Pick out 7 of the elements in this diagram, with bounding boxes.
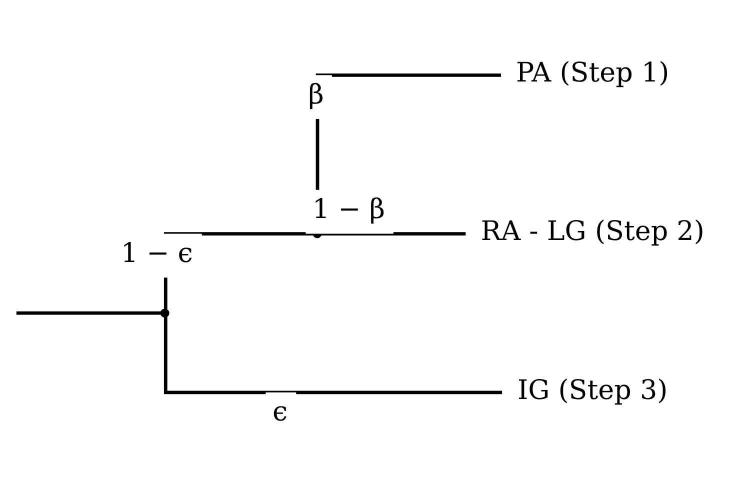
edge-label: 1 − β [312,194,385,225]
node-text: PA (Step 1) [516,57,670,88]
edge-label: 1 − ϵ [120,238,193,269]
edge-label: ϵ [272,396,288,428]
node-text: IG (Step 3) [517,374,668,406]
node-text: RA - LG (Step 2) [480,216,704,247]
edge-label: β [308,78,324,110]
